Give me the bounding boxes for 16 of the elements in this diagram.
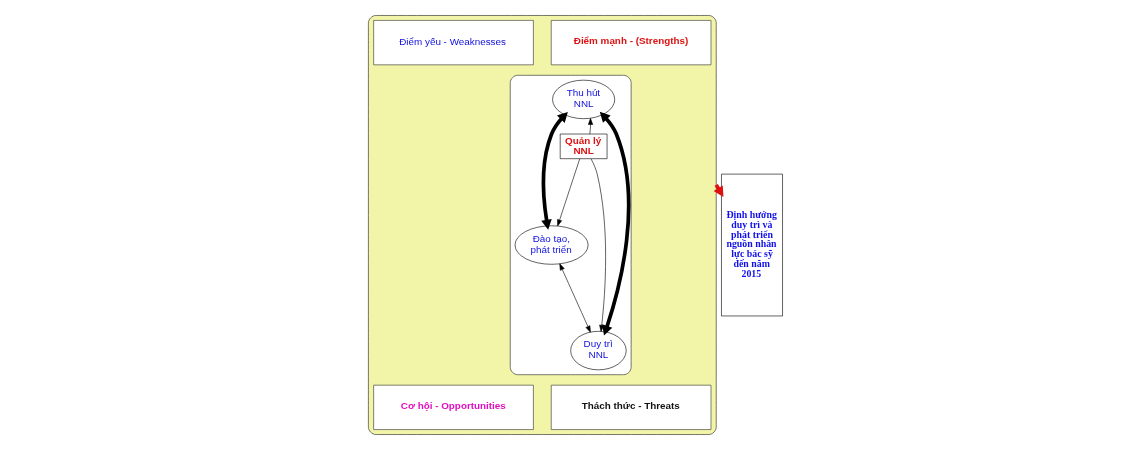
arrow	[599, 111, 631, 336]
cluster	[367, 15, 717, 435]
arrow	[558, 263, 591, 333]
node-box: Thách thức - Threats	[550, 384, 711, 430]
arrow	[556, 158, 580, 227]
node-ellipse: Duy trì NNL	[569, 331, 626, 371]
arrow	[590, 158, 606, 332]
node-box: Điểm yếu - Weaknesses	[372, 20, 534, 66]
arrow	[540, 111, 568, 230]
node-ellipse: Thu hút NNL	[551, 79, 615, 119]
arrow	[587, 118, 593, 135]
node-box: Điểm mạnh - (Strengths)	[550, 20, 711, 66]
node-box: Cơ hội - Opportunities	[372, 384, 534, 430]
node-box: Quản lý NNL	[559, 133, 607, 159]
node-box: Định hướng duy trì và phát triển nguồn nhân lực bác sỹ đến năm 2015	[720, 173, 783, 317]
node-ellipse: Đào tạo, phát triển	[514, 225, 588, 265]
